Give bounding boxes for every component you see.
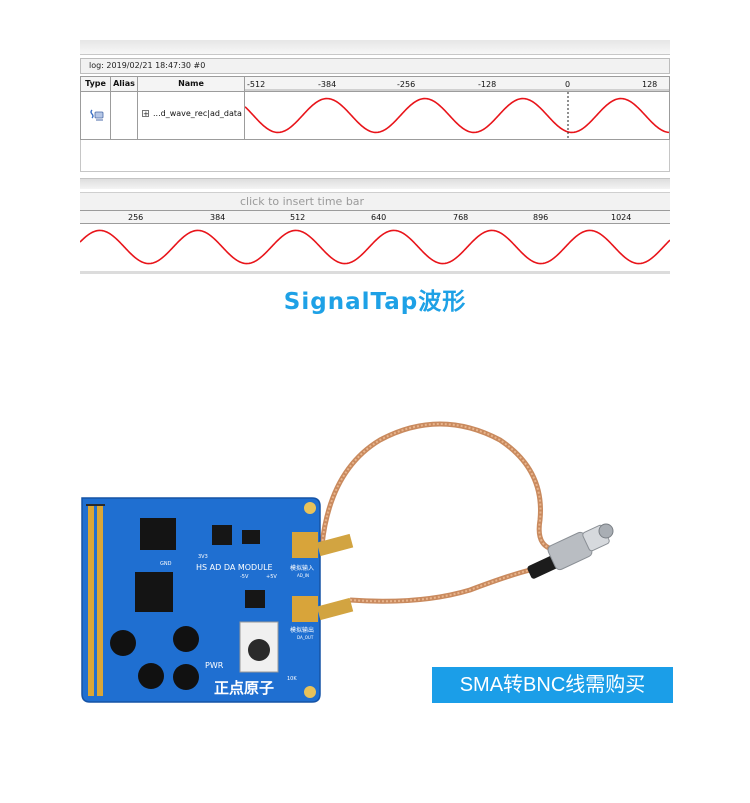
- node-name[interactable]: + ...d_wave_rec|ad_data: [142, 109, 242, 118]
- node-type-cell: [81, 92, 111, 139]
- ruler-bottom-label: 640: [371, 213, 386, 222]
- ruler-top-label: -128: [478, 80, 496, 89]
- coax-cable: [319, 421, 561, 553]
- ruler-bottom-label: 384: [210, 213, 225, 222]
- time-ruler-bottom[interactable]: 256 384 512 640 768 896 1024: [80, 210, 670, 224]
- waveform-trace: [80, 229, 670, 265]
- silk-volt-neg: -5V: [240, 574, 249, 580]
- pcb-board: [81, 497, 354, 703]
- ruler-top-label: -384: [318, 80, 336, 89]
- node-row[interactable]: + ...d_wave_rec|ad_data: [80, 92, 670, 140]
- node-list-empty-area: [80, 140, 670, 172]
- time-bar-area[interactable]: click to insert time bar: [80, 192, 670, 210]
- node-list-header: Type Alias Name -512 -384 -256 -128 0 12…: [80, 76, 670, 92]
- waveform-bottom[interactable]: [80, 224, 670, 270]
- toolbar-strip: [80, 40, 670, 55]
- silk-gnd: GND: [160, 561, 172, 567]
- ruler-bottom-label: 256: [128, 213, 143, 222]
- signaltap-window: log: 2019/02/21 18:47:30 #0 Type Alias N…: [80, 40, 670, 274]
- column-alias[interactable]: Alias: [111, 77, 138, 91]
- bus-node-icon: [90, 109, 104, 121]
- time-ruler-top[interactable]: -512 -384 -256 -128 0 128: [245, 77, 669, 91]
- bnc-connector: [527, 523, 614, 579]
- ruler-top-label: -512: [247, 80, 265, 89]
- silk-analog-out-code: DA_OUT: [297, 635, 314, 640]
- overlay-label: SMA转BNC线需购买: [432, 667, 673, 703]
- column-type[interactable]: Type: [81, 77, 111, 91]
- time-bar-hint: click to insert time bar: [240, 195, 365, 208]
- ruler-top-label: 0: [565, 80, 570, 89]
- expand-toggle[interactable]: +: [142, 110, 149, 118]
- board-photo: HS AD DA MODULE GND 3V3 +5V -5V 模拟输入 AD_…: [81, 421, 614, 703]
- bottom-scroll-strip[interactable]: [80, 271, 670, 274]
- silk-analog-in-code: AD_IN: [297, 573, 309, 578]
- silk-brand: 正点原子: [214, 679, 274, 697]
- ruler-top-label: -256: [397, 80, 415, 89]
- silk-analog-in: 模拟输入: [290, 564, 314, 572]
- waveform-trace: [245, 97, 669, 134]
- silk-pot-value: 10K: [287, 676, 297, 682]
- ruler-bottom-svg: 256 384 512 640 768 896 1024: [128, 213, 631, 222]
- node-alias-cell: [111, 92, 138, 139]
- caption-signaltap: SignalTap波形: [283, 289, 467, 315]
- silk-module: HS AD DA MODULE: [196, 563, 273, 572]
- ruler-bottom-label: 896: [533, 213, 548, 222]
- silk-3v3: 3V3: [198, 554, 208, 560]
- silk-analog-out: 模拟输出: [290, 626, 314, 634]
- node-name-cell[interactable]: [138, 92, 245, 139]
- column-name[interactable]: Name: [138, 77, 245, 91]
- pane-splitter[interactable]: [80, 178, 670, 189]
- ruler-bottom-label: 768: [453, 213, 468, 222]
- node-name-label: ...d_wave_rec|ad_data: [153, 109, 242, 118]
- silk-volt-pos: +5V: [266, 574, 277, 580]
- log-bar: log: 2019/02/21 18:47:30 #0: [80, 58, 670, 74]
- ruler-top-label: 128: [642, 80, 657, 89]
- log-label: log: 2019/02/21 18:47:30 #0: [89, 61, 206, 70]
- coax-cable-lower: [349, 567, 531, 604]
- waveform-top[interactable]: [245, 92, 669, 139]
- ruler-bottom-label: 512: [290, 213, 305, 222]
- ruler-bottom-label: 1024: [611, 213, 631, 222]
- silk-pwr: PWR: [205, 661, 224, 670]
